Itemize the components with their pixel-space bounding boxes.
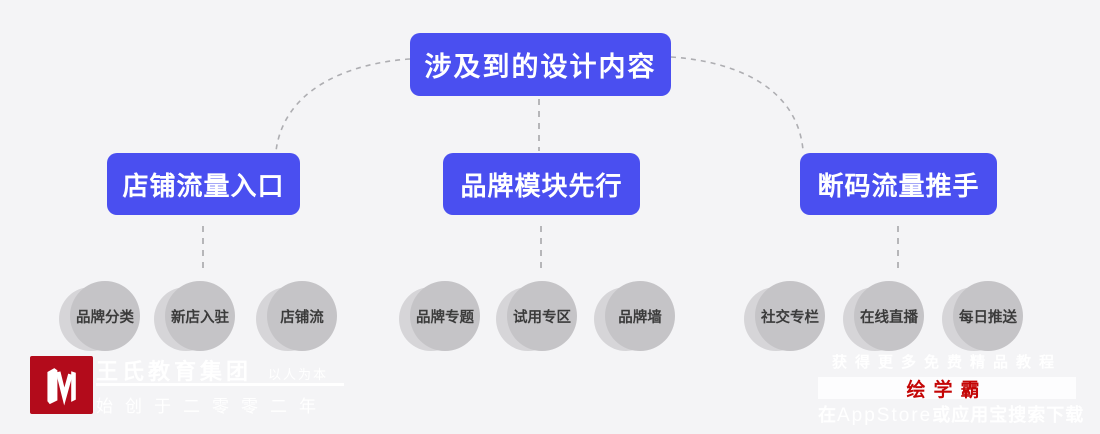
leaf-label: 在线直播 (860, 309, 918, 326)
root-node-label: 涉及到的设计内容 (424, 52, 657, 82)
circle-body: 社交专栏 (755, 281, 825, 351)
watermark-divider (96, 383, 344, 386)
watermark-download-line: 在AppStore或应用宝搜索下载 (818, 401, 1083, 427)
connector-root-to-right-curve (670, 56, 804, 151)
leaf-circle: 试用专区 (496, 281, 577, 352)
root-node: 涉及到的设计内容 (410, 33, 671, 96)
download-line-appstore: AppStore (837, 405, 933, 426)
leaf-circle: 品牌分类 (59, 281, 140, 352)
branch-node-label: 断码流量推手 (817, 170, 980, 201)
watermark-founded: 始创于二零零二年 (96, 397, 328, 416)
branch-node-offsize-traffic: 断码流量推手 (800, 153, 997, 215)
watermark-brand-bar: 绘学霸 (818, 377, 1076, 401)
leaf-label: 试用专区 (513, 309, 571, 326)
leaf-circle: 品牌墙 (594, 281, 675, 352)
leaf-label: 每日推送 (959, 309, 1017, 326)
branch-node-store-traffic: 店铺流量入口 (107, 153, 300, 215)
leaf-label: 新店入驻 (171, 309, 229, 326)
leaf-circle: 品牌专题 (399, 281, 480, 352)
leaf-label: 品牌分类 (76, 309, 134, 326)
branch-node-brand-module: 品牌模块先行 (443, 153, 640, 215)
leaf-label: 品牌专题 (416, 309, 474, 326)
leaf-label: 店铺流 (280, 309, 324, 326)
watermark-brand-name: 绘学霸 (906, 379, 988, 401)
leaf-circle: 店铺流 (256, 281, 337, 352)
watermark-company: 王氏教育集团 (96, 359, 253, 384)
leaf-circle: 每日推送 (942, 281, 1023, 352)
circle-body: 试用专区 (507, 281, 577, 351)
watermark-left-row1: 王氏教育集团 以人为本 (96, 354, 328, 386)
branch-node-label: 品牌模块先行 (460, 170, 623, 201)
wangshi-logo (30, 356, 93, 414)
watermark-right: 获得更多免费精品教程 绘学霸 在AppStore或应用宝搜索下载 (818, 351, 1083, 427)
circle-body: 品牌分类 (70, 281, 140, 351)
wangshi-w-icon (46, 368, 76, 406)
leaf-label: 品牌墙 (618, 309, 662, 326)
circle-body: 店铺流 (267, 281, 337, 351)
download-line-yingyongbao: 应用宝 (951, 405, 1009, 425)
watermark-promo-line: 获得更多免费精品教程 (831, 354, 1062, 371)
circle-body: 新店入驻 (165, 281, 235, 351)
download-line-mid: 或 (932, 405, 952, 425)
circle-body: 品牌专题 (410, 281, 480, 351)
leaf-circle: 社交专栏 (744, 281, 825, 352)
watermark-slogan: 以人为本 (268, 367, 329, 382)
circle-body: 在线直播 (854, 281, 924, 351)
leaf-label: 社交专栏 (761, 309, 819, 326)
circle-body: 品牌墙 (605, 281, 675, 351)
leaf-circle: 新店入驻 (154, 281, 235, 352)
branch-node-label: 店铺流量入口 (122, 170, 285, 201)
connector-root-to-left-curve (275, 58, 411, 152)
circle-body: 每日推送 (953, 281, 1023, 351)
download-line-pre: 在 (818, 405, 837, 425)
download-line-suffix: 搜索下载 (1008, 405, 1085, 425)
leaf-circle: 在线直播 (843, 281, 924, 352)
